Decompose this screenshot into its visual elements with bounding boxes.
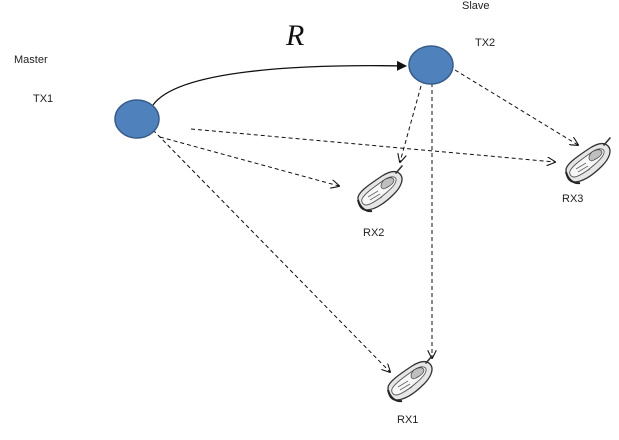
link-tx1-rx2	[159, 136, 339, 186]
rx1-phone-icon	[387, 355, 433, 403]
link-tx2-rx2	[400, 85, 422, 162]
tx1-node	[114, 99, 160, 139]
link-tx2-rx3	[454, 69, 578, 145]
slave-role-label: Slave	[462, 0, 490, 12]
link-tx1-rx3	[190, 128, 555, 162]
rx2-phone-icon	[357, 165, 403, 213]
rx3-label: RX3	[562, 193, 584, 205]
link-tx1-rx1	[152, 129, 390, 372]
link-tx1-tx2	[152, 60, 407, 106]
master-role-label: Master	[14, 54, 48, 66]
rx2-label: RX2	[363, 227, 385, 239]
rx3-phone-icon	[565, 137, 611, 185]
link-label-r: R	[286, 19, 305, 52]
tx2-node	[408, 45, 454, 85]
master-id-label: TX1	[33, 93, 54, 105]
rx1-label: RX1	[397, 414, 419, 426]
slave-id-label: TX2	[475, 37, 496, 49]
